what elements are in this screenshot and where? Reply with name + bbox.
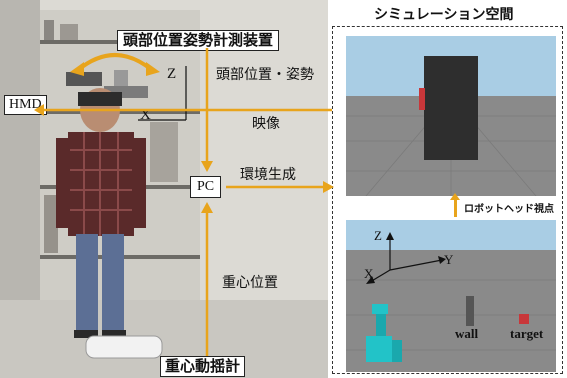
sim-panel-overview <box>346 220 556 372</box>
simulation-frame <box>332 26 563 374</box>
cog-position-label: 重心位置 <box>222 275 278 291</box>
cog-arrowhead <box>201 202 213 213</box>
robot-head-view-label: ロボットヘッド視点 <box>464 204 554 215</box>
env-gen-arrowhead <box>323 181 334 193</box>
wall-label: wall <box>455 326 479 341</box>
pc-box: PC <box>190 176 222 198</box>
sim-axis-z-label: Z <box>374 228 382 243</box>
robot-head-view-arrowhead <box>450 193 460 200</box>
balance-board-label: 重心動揺計 <box>160 356 246 377</box>
photo-illustration <box>0 0 328 378</box>
sim-axis-x-label: X <box>364 266 374 281</box>
head-pose-arrowhead <box>201 161 213 172</box>
head-tracker-label: 頭部位置姿勢計測装置 <box>117 30 280 51</box>
video-arrowhead <box>34 104 44 116</box>
simulation-space-title: シミュレーション空間 <box>374 7 514 23</box>
robot-view-render <box>346 36 556 196</box>
head-pose-label: 頭部位置・姿勢 <box>216 67 314 83</box>
experiment-photo <box>0 0 328 378</box>
video-label: 映像 <box>252 116 280 132</box>
photo-axis-z-label: Z <box>167 66 177 82</box>
sim-axis-y-label: Y <box>444 252 454 267</box>
sim-panel-robot-view <box>346 36 556 196</box>
env-gen-label: 環境生成 <box>240 167 296 183</box>
photo-axis-x-label: X <box>140 107 151 123</box>
robot-head-view-arrow <box>454 197 457 217</box>
target-label: target <box>510 326 544 341</box>
overview-render <box>346 220 556 372</box>
